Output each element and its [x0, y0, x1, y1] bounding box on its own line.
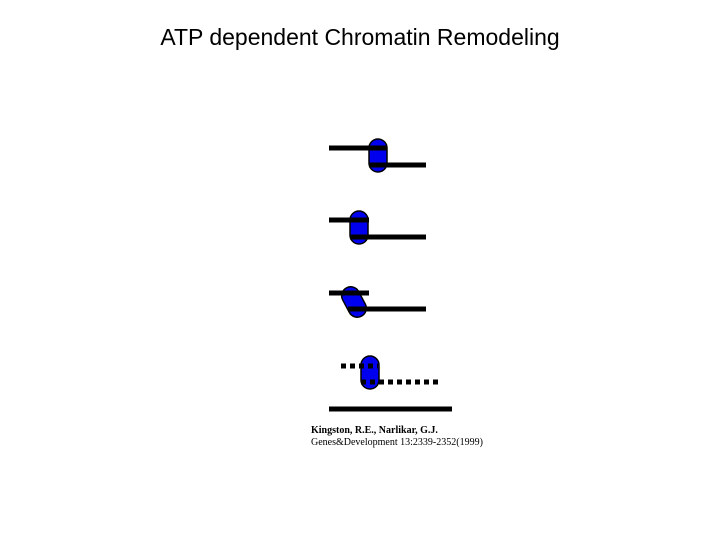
remodeling-step-3	[329, 286, 426, 318]
remodeling-step-1	[329, 138, 426, 173]
citation-journal: Genes&Development 13:2339-2352(1999)	[311, 437, 483, 448]
citation: Kingston, R.E., Narlikar, G.J. Genes&Dev…	[311, 425, 483, 449]
nucleosome-3	[340, 286, 368, 318]
slide-title: ATP dependent Chromatin Remodeling	[160, 24, 560, 50]
remodeling-step-4	[329, 355, 452, 412]
remodeling-step-2	[329, 210, 426, 245]
citation-authors: Kingston, R.E., Narlikar, G.J.	[311, 425, 438, 436]
